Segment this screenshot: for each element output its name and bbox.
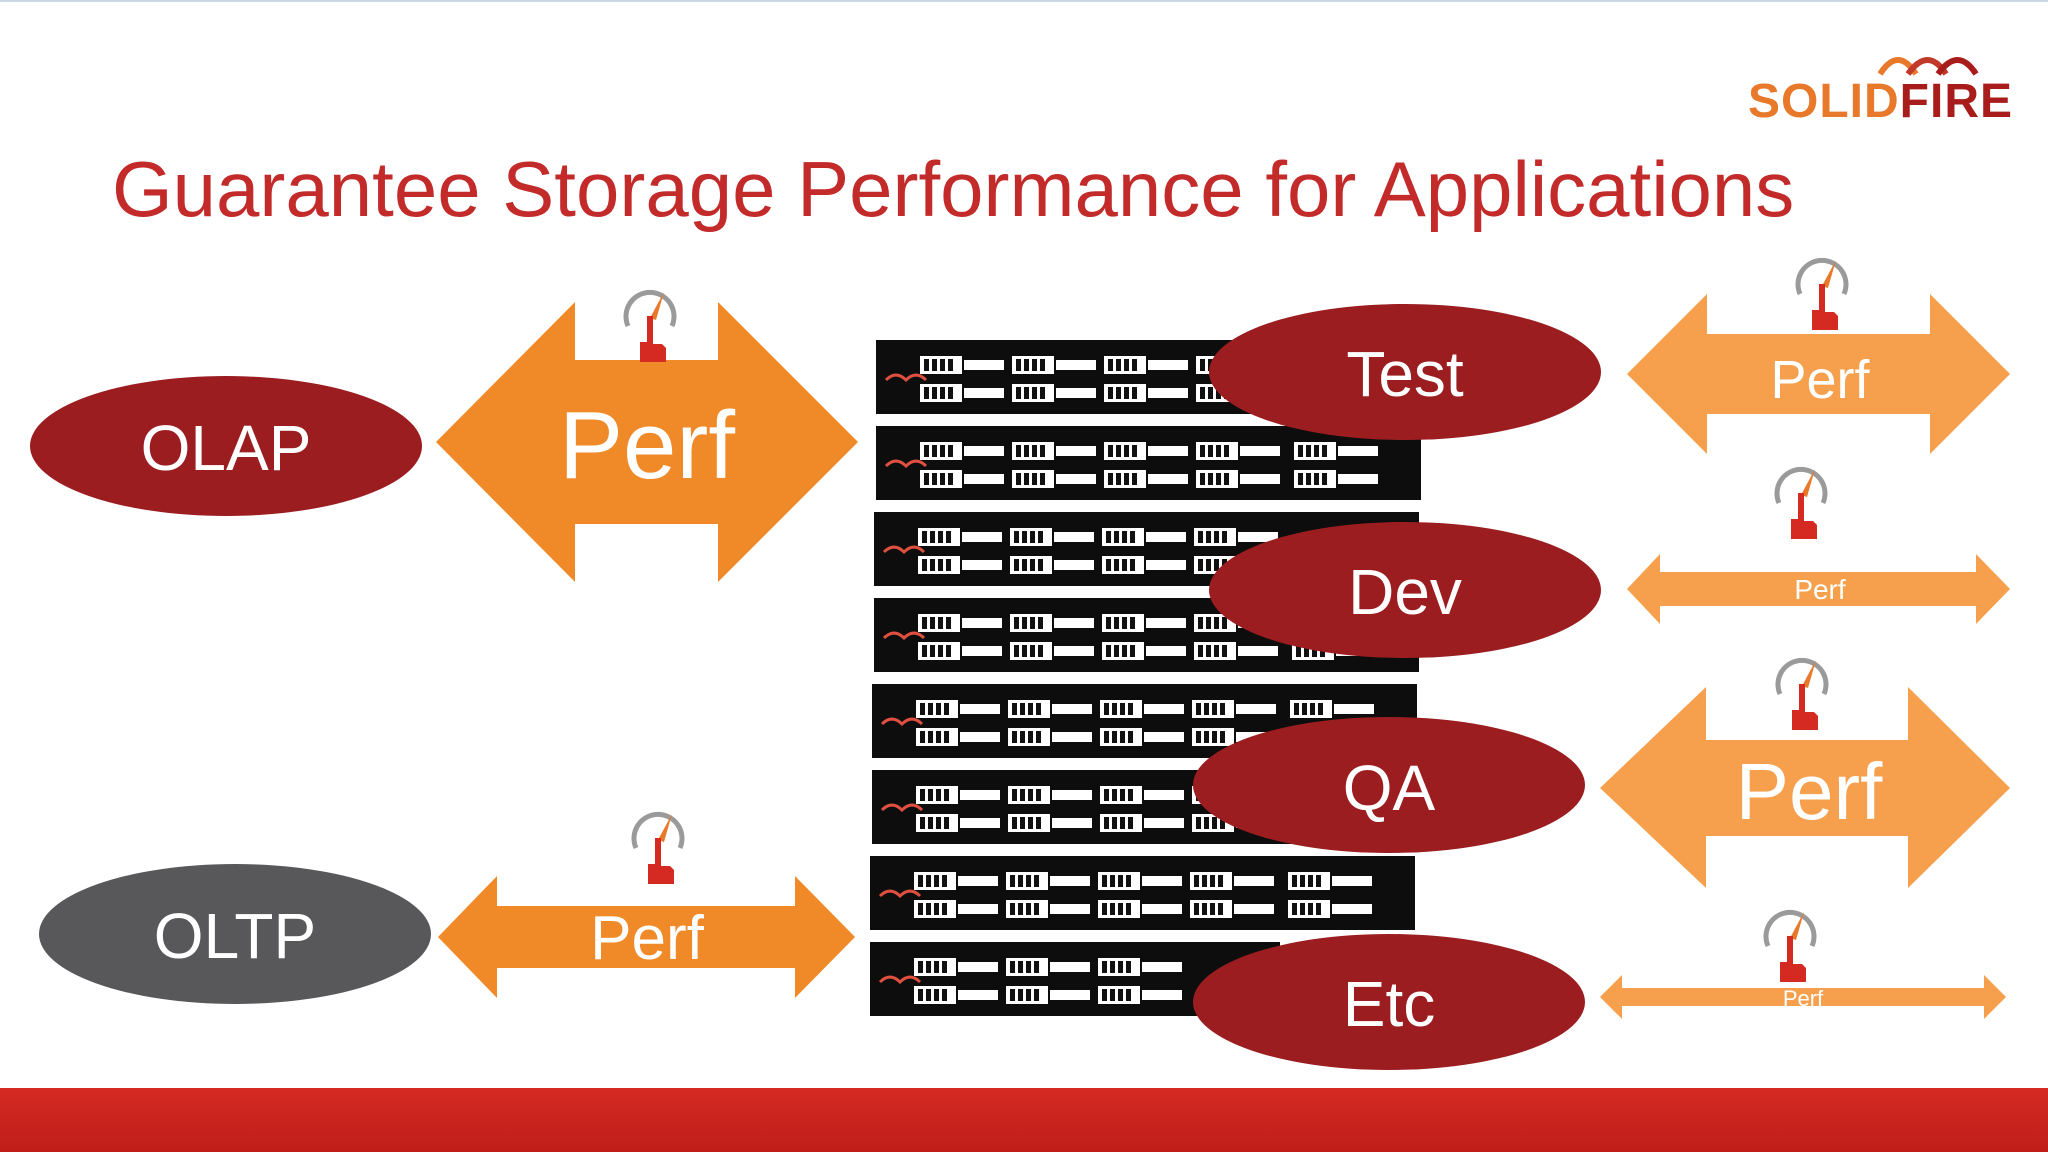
- bottom-accent-bar: [0, 1088, 2048, 1152]
- etc-label: Etc: [1342, 968, 1436, 1040]
- slide-title: Guarantee Storage Performance for Applic…: [112, 145, 1795, 233]
- rack-unit: [876, 426, 1421, 500]
- dev-ellipse: [1209, 522, 1601, 658]
- oltp-gauge-icon: [634, 814, 682, 884]
- dev-perf-label: Perf: [1794, 574, 1846, 605]
- qa-perf-arrow: [1600, 687, 2010, 888]
- dev-perf-arrow: [1627, 554, 2010, 624]
- oltp-label: OLTP: [153, 900, 317, 972]
- qa-gauge-icon: [1778, 660, 1826, 730]
- logo-solid: SOLID: [1748, 75, 1900, 128]
- dev-gauge-icon: [1777, 469, 1825, 539]
- top-border: [0, 0, 2048, 2]
- test-label: Test: [1346, 338, 1464, 410]
- rack-unit: [870, 856, 1415, 930]
- qa-perf-label: Perf: [1735, 747, 1883, 836]
- etc-perf-arrow: [1600, 975, 2006, 1019]
- logo-fire: FIRE: [1899, 75, 2014, 128]
- qa-label: QA: [1342, 752, 1436, 824]
- olap-ellipse: [30, 376, 422, 516]
- olap-perf-arrow: [436, 302, 858, 582]
- qa-ellipse: [1193, 717, 1585, 853]
- solidfire-logo: SOLIDFIRE: [1740, 48, 2012, 128]
- logo-wordmark: SOLIDFIRE: [1748, 78, 2013, 126]
- olap-perf-label: Perf: [558, 392, 736, 499]
- oltp-perf-arrow: [438, 876, 855, 998]
- oltp-perf-label: Perf: [590, 904, 704, 973]
- olap-gauge-icon: [626, 292, 674, 362]
- test-perf-arrow: [1627, 294, 2010, 454]
- etc-gauge-icon: [1766, 912, 1814, 982]
- dev-label: Dev: [1348, 556, 1462, 628]
- etc-perf-label: Perf: [1782, 986, 1824, 1011]
- test-ellipse: [1209, 304, 1601, 440]
- test-perf-label: Perf: [1770, 350, 1870, 410]
- etc-ellipse: [1193, 934, 1585, 1070]
- solidfire-logo-mark: [1878, 57, 1979, 76]
- oltp-ellipse: [39, 864, 431, 1004]
- olap-label: OLAP: [140, 412, 312, 484]
- storage-rack: [870, 340, 1421, 1016]
- test-gauge-icon: [1798, 260, 1846, 330]
